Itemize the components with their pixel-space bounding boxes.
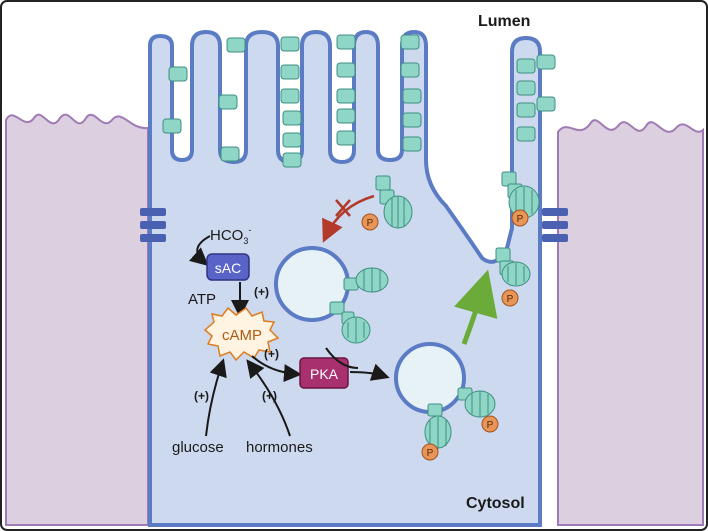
inhibition-cross <box>335 199 351 217</box>
camp-burst: cAMP <box>203 306 280 362</box>
cytosol-label: Cytosol <box>466 495 525 512</box>
svg-text:sAC: sAC <box>215 260 241 276</box>
neighbor-cell-right <box>557 119 704 526</box>
svg-text:PKA: PKA <box>310 366 339 382</box>
svg-text:P: P <box>517 214 524 225</box>
sac-enzyme: sAC <box>206 253 250 281</box>
hormones-label: hormones <box>246 439 313 456</box>
sac-activation-mark: (+) <box>254 285 269 299</box>
svg-text:P: P <box>487 420 494 431</box>
glucose-label: glucose <box>172 439 224 456</box>
exocytosis-arrow <box>454 269 498 345</box>
tight-junction-left <box>140 208 166 242</box>
atp-label: ATP <box>188 291 216 308</box>
vesicle-upper <box>274 246 389 344</box>
glucose-arrow <box>205 358 227 437</box>
svg-text:P: P <box>507 294 514 305</box>
svg-text:P: P <box>367 218 374 229</box>
camp-to-pka-arrow <box>251 355 302 383</box>
membrane-pump-exocytosis: P <box>495 247 531 307</box>
hormones-arrow <box>246 359 291 437</box>
hco3-to-sac-arrow <box>189 235 211 266</box>
lumen-label: Lumen <box>478 13 530 30</box>
phosphate-notch: P <box>361 213 379 231</box>
hormones-activation-mark: (+) <box>262 389 277 403</box>
svg-text:P: P <box>427 448 434 459</box>
pka-activation-mark: (+) <box>264 347 279 361</box>
hco3-label: HCO3- <box>210 225 251 246</box>
vesicle-lower: P P <box>394 342 499 461</box>
neighbor-cell-left <box>5 113 149 526</box>
glucose-activation-mark: (+) <box>194 389 209 403</box>
pka-to-vesicle-arrow <box>349 363 390 381</box>
pka-kinase: PKA <box>299 357 349 389</box>
tight-junction-right <box>542 208 568 242</box>
membrane-pump-right-top: P <box>501 171 540 227</box>
svg-text:cAMP: cAMP <box>222 327 262 344</box>
vesicle-to-pka-arrow <box>325 347 359 369</box>
membrane-pump-notch <box>375 175 413 229</box>
